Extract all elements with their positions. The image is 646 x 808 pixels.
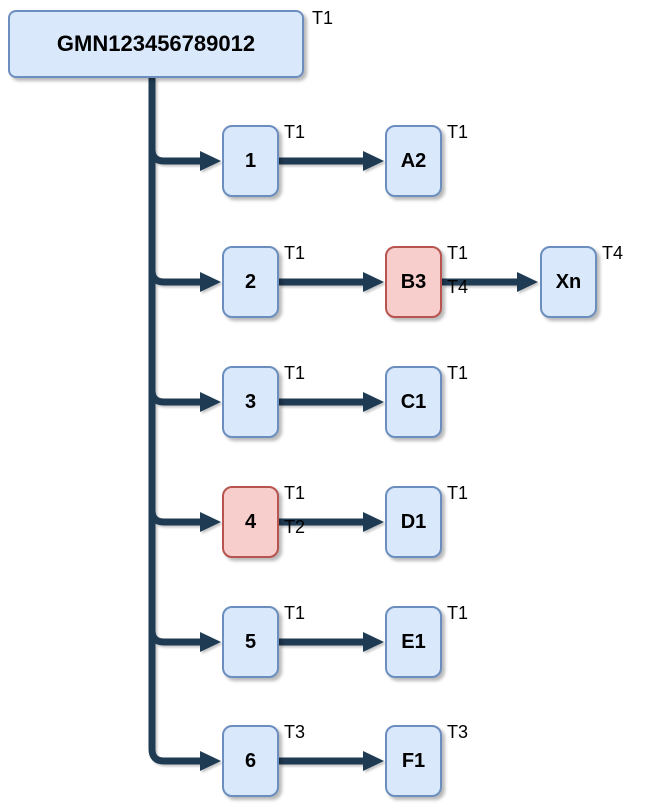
arrowhead-icon [363,151,384,171]
node-2-label: 2 [244,270,257,293]
node-6-label: 6 [244,749,257,772]
node-5: 5 [222,606,279,678]
node-6-tag-1: T3 [284,722,306,742]
node-Xn: Xn [540,246,597,318]
arrowhead-icon [200,751,221,771]
node-2-tag-1: T1 [284,243,306,263]
node-E1: E1 [385,606,442,678]
node-A2-tag-1: T1 [447,122,469,142]
root-node-label: GMN123456789012 [56,31,256,56]
node-4-label: 4 [244,510,257,533]
node-1: 1 [222,125,279,197]
arrowhead-icon [363,751,384,771]
root-node: GMN123456789012 [8,10,304,78]
arrowhead-icon [200,272,221,292]
arrowhead-icon [200,151,221,171]
node-F1: F1 [385,725,442,797]
node-C1: C1 [385,366,442,438]
node-B3-tag-2: T4 [447,277,469,297]
node-B3: B3 [385,246,442,318]
node-3: 3 [222,366,279,438]
node-D1-tag-1: T1 [447,483,469,503]
arrowhead-icon [200,512,221,532]
node-5-label: 5 [244,630,257,653]
arrowhead-icon [363,632,384,652]
node-C1-tag-1: T1 [447,363,469,383]
node-4-tag-2: T2 [284,517,306,537]
arrowhead-icon [517,272,538,292]
node-F1-label: F1 [401,749,426,772]
node-1-tag-1: T1 [284,122,306,142]
node-E1-label: E1 [401,630,426,653]
arrowhead-icon [200,632,221,652]
node-4-tag-1: T1 [284,483,306,503]
node-1-label: 1 [244,149,257,172]
node-4: 4 [222,486,279,558]
node-2: 2 [222,246,279,318]
node-E1-tag-1: T1 [447,603,469,623]
node-A2-label: A2 [400,149,427,172]
node-3-tag-1: T1 [284,363,306,383]
root-tag: T1 [312,8,334,28]
node-6: 6 [222,725,279,797]
arrowhead-icon [200,392,221,412]
node-B3-label: B3 [400,270,427,293]
node-B3-tag-1: T1 [447,243,469,263]
arrowhead-icon [363,272,384,292]
node-D1: D1 [385,486,442,558]
arrowhead-icon [363,392,384,412]
node-Xn-tag-1: T4 [602,243,624,263]
arrowhead-icon [363,512,384,532]
node-3-label: 3 [244,390,257,413]
node-D1-label: D1 [400,510,427,533]
node-C1-label: C1 [400,390,427,413]
trunk-line [148,78,203,765]
node-A2: A2 [385,125,442,197]
node-F1-tag-1: T3 [447,722,469,742]
node-Xn-label: Xn [555,270,582,293]
node-5-tag-1: T1 [284,603,306,623]
